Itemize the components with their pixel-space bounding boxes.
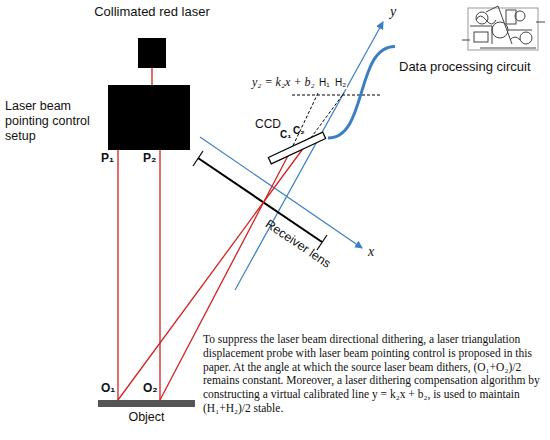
node-label: CCD [254,117,282,131]
receiver-lens [198,158,322,242]
node-label: Laser beam pointing control setup [5,99,105,144]
object-point-label: O₂ [143,382,158,396]
description-paragraph: To suppress the laser beam directional d… [203,333,545,416]
axis-label: x [368,244,374,260]
beam-p2 [159,150,160,400]
beam-p1 [117,150,118,400]
control-box [108,85,190,150]
beam-point-label: P₂ [143,152,156,166]
axis-label: y [390,4,396,20]
data-processing-circuit: Data processing circuit [395,2,547,76]
node-label: Data processing circuit [399,59,531,74]
object-plate [98,400,195,407]
lens-end [193,151,203,166]
pointing-control-setup: Laser beam pointing control setup [5,85,190,150]
calibrated-line-equation: y₂ = k₂x + b₂ [252,76,315,90]
signal-cable [328,46,395,138]
lens-end [317,235,327,250]
calibrated-line [292,95,380,96]
node-label: Collimated red laser [90,4,214,19]
ccd-point-label: C₁ [280,129,291,141]
beam-point-label: P₁ [101,152,114,166]
object: Object [98,400,195,430]
ccd-sensor [268,132,325,164]
ccd-point-label: C₂ [293,125,305,137]
object-point-label: O₁ [101,382,115,396]
image-point-label: H₂ [334,77,347,89]
laser-body [138,38,166,68]
laser-beam [151,68,152,85]
node-label: Object [98,410,195,424]
y-axis [235,22,383,290]
circuit-sketch [462,6,545,50]
image-point-label: H₁ [318,77,331,89]
laser-source: Collimated red laser [90,2,214,68]
